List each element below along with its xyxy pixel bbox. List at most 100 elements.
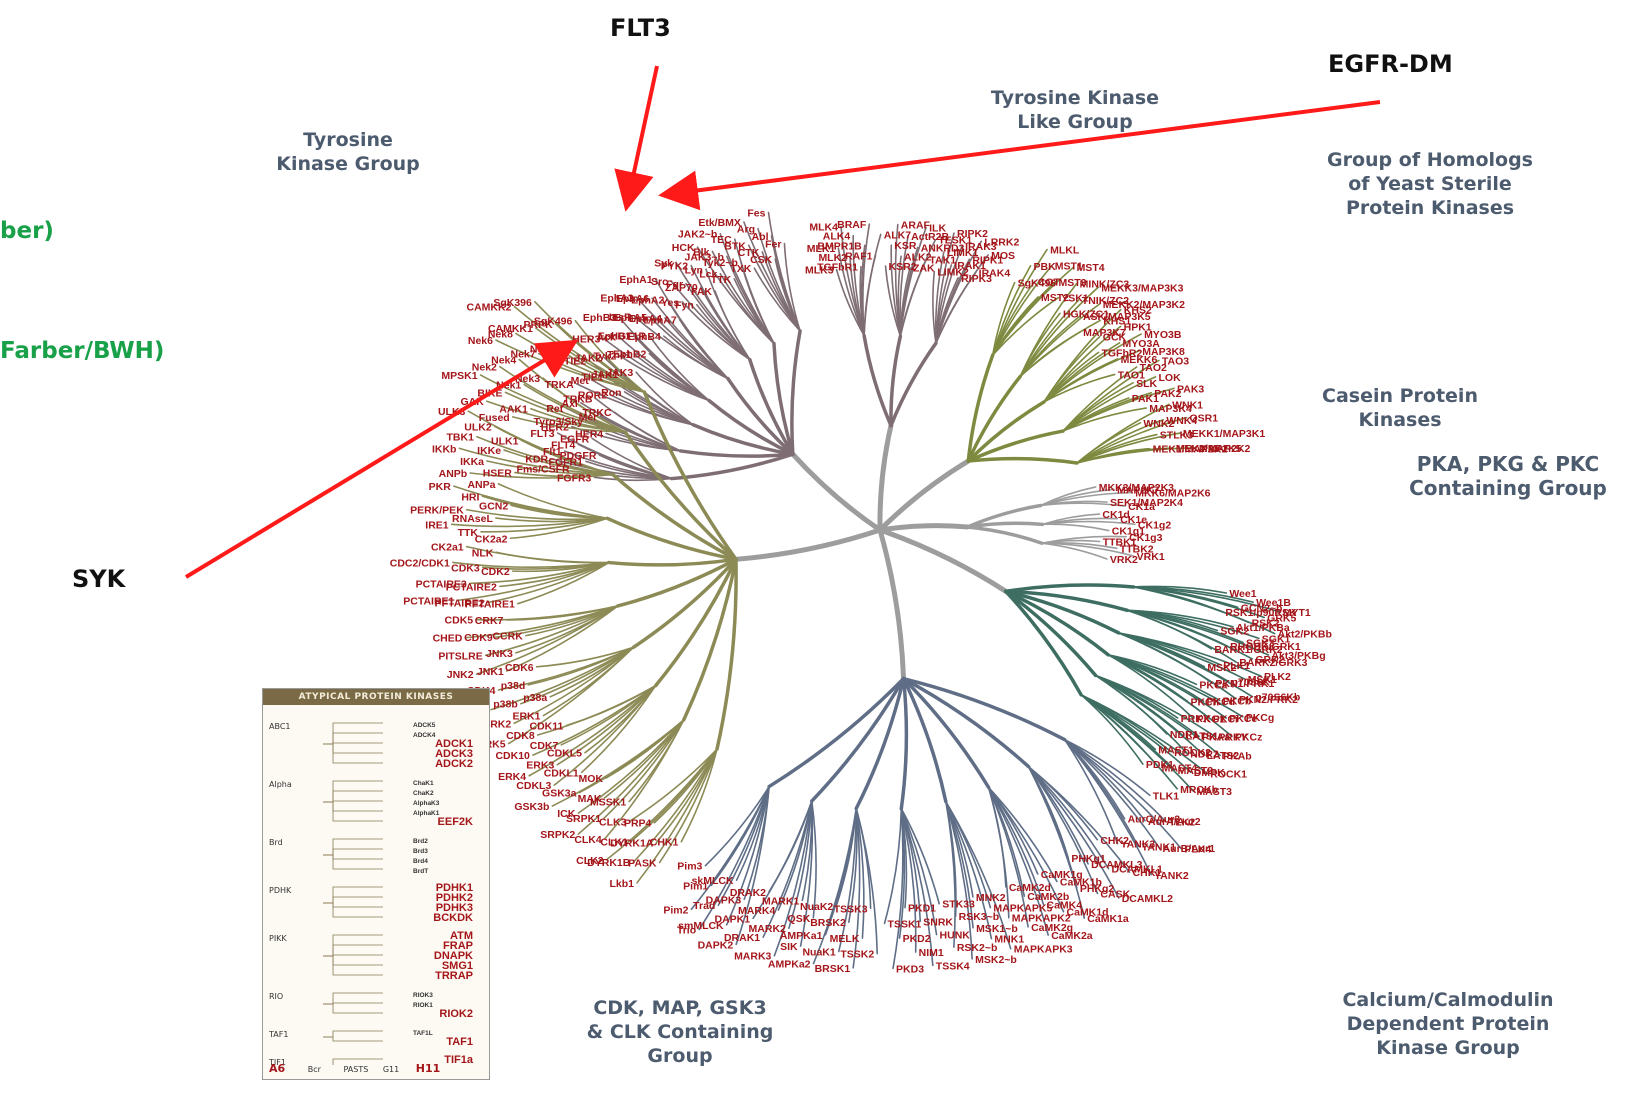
kinase-label: CHK1	[1133, 867, 1162, 879]
kinase-label: CDK7	[530, 740, 559, 752]
kinase-label: CaMK1b	[1060, 876, 1102, 888]
kinase-label: CK1g2	[1138, 519, 1171, 531]
kinase-label: Lyn	[685, 264, 703, 276]
kinase-label: Wee1	[1229, 588, 1256, 600]
inset-group-name: ABC1	[269, 722, 291, 731]
kinase-label: PHKg2	[1080, 883, 1115, 895]
group-label-line: Tyrosine	[303, 129, 393, 151]
kinase-label: Arg	[737, 224, 755, 236]
kinase-label: CaMK1a	[1087, 913, 1129, 925]
dendrogram-branch	[772, 341, 795, 456]
dendrogram-branch	[588, 359, 694, 426]
kinase-label: SRPK1	[566, 813, 601, 825]
kinase-label: HCK	[672, 242, 695, 254]
kinase-label: PCTAIRE3	[416, 578, 467, 590]
kinase-label: CDK9	[464, 632, 493, 644]
kinase-label: ANPa	[467, 479, 495, 491]
kinase-label: TRKC	[582, 407, 612, 419]
kinase-label: CLK3	[599, 816, 627, 828]
dendrogram-branch	[480, 517, 609, 533]
inset-kinase-label: SMG1	[442, 960, 473, 972]
dendrogram-branch	[883, 807, 903, 925]
kinase-label: RIPK2	[957, 228, 988, 240]
dendrogram-branch	[1004, 583, 1136, 594]
kinase-label: CSK	[750, 254, 773, 266]
dendrogram-branch	[1094, 674, 1205, 756]
kinase-label: CHED	[433, 633, 463, 645]
dendrogram-branch	[790, 329, 802, 456]
inset-kinase-label: PDHK3	[436, 902, 473, 914]
inset-kinase-label: AlphaK3	[413, 800, 440, 807]
kinase-label: AMPKa1	[780, 930, 823, 942]
kinase-label: Tyk2	[593, 351, 616, 363]
dendrogram-branch	[987, 786, 1029, 928]
dendrogram-branch	[900, 807, 938, 936]
kinase-label: PDK1	[1146, 759, 1174, 771]
dendrogram-branch	[632, 748, 718, 863]
kinase-label: PAK3	[1177, 383, 1204, 395]
kinase-label: CHK2	[1100, 835, 1129, 847]
dendrogram-branch	[966, 429, 1065, 463]
dendrogram-branch	[1043, 349, 1141, 403]
kinase-label: MSK1~b	[976, 923, 1018, 935]
group-label-line: PKA, PKG & PKC	[1416, 452, 1600, 476]
dendrogram-branch	[1132, 586, 1276, 635]
kinase-label: IRE1	[425, 519, 449, 531]
kinase-label: MYO3B	[1144, 329, 1182, 341]
kinase-label: CK2a1	[431, 542, 464, 554]
kinase-label: SGK1	[1262, 633, 1291, 645]
kinase-label: YSK1	[1061, 293, 1089, 305]
kinase-label: CDK8	[506, 730, 535, 742]
kinase-label: SgK496	[534, 316, 573, 328]
dendrogram-branch	[577, 719, 685, 814]
kinase-label: MAP3K8	[1142, 346, 1185, 358]
dendrogram-branch	[1062, 387, 1175, 432]
inset-kinase-label: FRAP	[443, 940, 473, 952]
kinase-label: GCK	[1103, 332, 1127, 344]
kinase-label: CaMK1g	[1041, 869, 1083, 881]
dendrogram-branch	[877, 523, 970, 533]
kinase-label: JAK1	[592, 369, 619, 381]
kinase-label: CRK7	[475, 615, 504, 627]
kinase-label: CDK11	[529, 721, 563, 733]
dendrogram-branch	[767, 211, 801, 332]
kinase-label: ERK1	[512, 711, 540, 723]
kinase-label: smMLCK	[678, 920, 724, 932]
kinase-label: PKCe	[1229, 713, 1257, 725]
dendrogram-branch	[726, 376, 795, 456]
kinase-label: DAPK1	[715, 913, 751, 925]
kinase-label: MAPKAPK3	[1014, 944, 1073, 956]
kinase-label: IGF1R	[615, 331, 646, 343]
cmgc-group-label: CDK, MAP, GSK3 & CLK Containing Group	[560, 996, 800, 1068]
kinase-label: Tyk2~b	[702, 257, 738, 269]
inset-kinase-label: ChaK1	[413, 780, 434, 787]
dendrogram-branch	[468, 561, 610, 585]
kinase-label: CLK1	[600, 837, 628, 849]
kinase-label: MAP3K7	[1083, 327, 1126, 339]
kinase-label: GCN2	[479, 500, 508, 512]
dendrogram-branch	[715, 557, 738, 751]
dendrogram-branch	[1041, 542, 1108, 560]
kinase-label: GRK2	[1255, 654, 1284, 666]
kinase-label: MAK	[578, 793, 602, 805]
dendrogram-branch	[1076, 447, 1197, 464]
kinase-label: VRK1	[1137, 551, 1165, 563]
kinase-label: PKR	[429, 481, 452, 493]
kinase-label: PITSLRE	[438, 650, 482, 662]
kinase-label: RSK2~b	[957, 942, 998, 954]
group-label-line: Like Group	[1017, 111, 1133, 133]
kinase-label: MST2	[1041, 292, 1069, 304]
group-label-line: Casein Protein	[1322, 385, 1478, 407]
dendrogram-branch	[465, 545, 610, 564]
kinase-label: Tnk1	[607, 349, 632, 361]
egfr-dm-annotation: EGFR-DM	[1328, 50, 1453, 78]
kinase-label: CK1a	[1128, 501, 1155, 513]
ste-group-label: Group of Homologs of Yeast Sterile Prote…	[1300, 148, 1560, 220]
dendrogram-branch	[1041, 523, 1110, 532]
kinase-label: TBK1	[447, 432, 475, 444]
kinase-label: TGFbR2	[1101, 347, 1142, 359]
kinase-label: DCAMKL2	[1122, 893, 1173, 905]
kinase-label: ROR2	[578, 390, 607, 402]
kinase-label: ZAP70	[665, 282, 698, 294]
